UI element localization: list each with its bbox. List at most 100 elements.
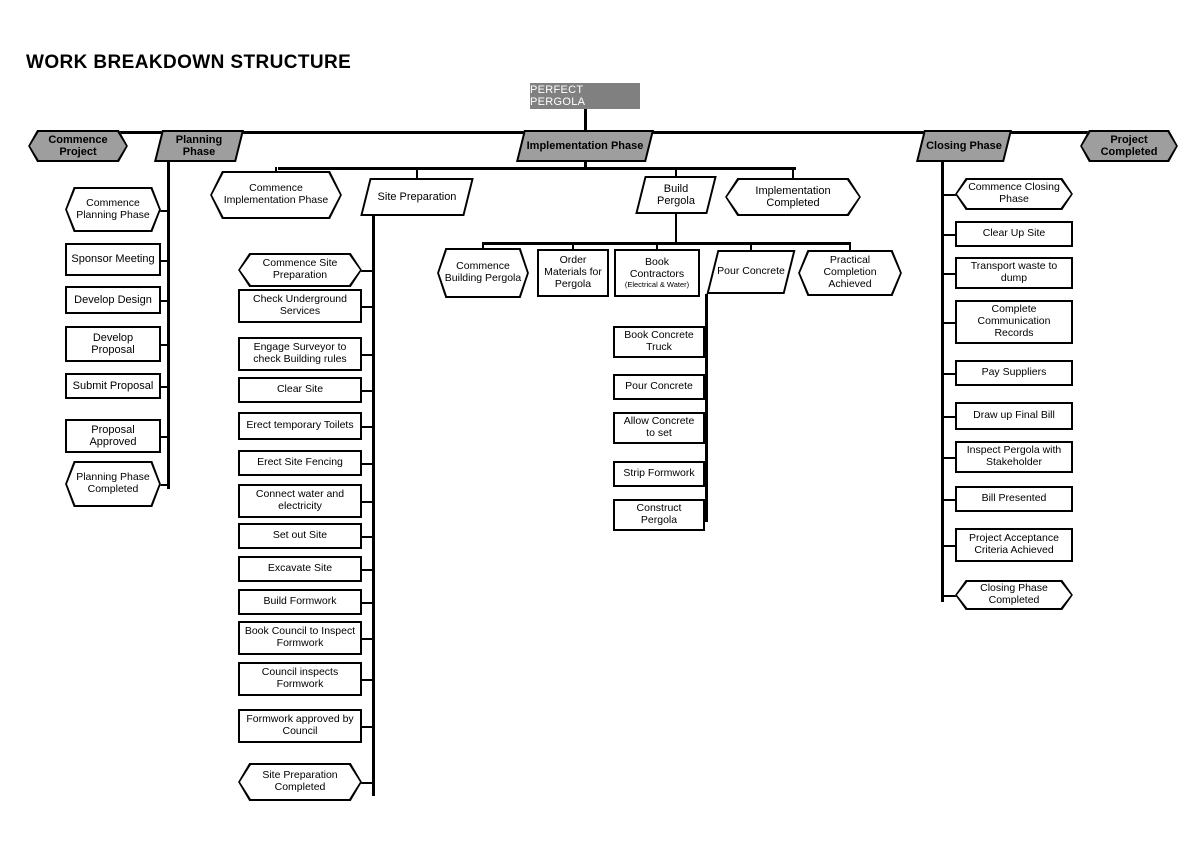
hexagon-fill — [30, 132, 126, 160]
node-allow-concrete-to-set[interactable]: Allow Concrete to set — [613, 412, 705, 444]
root-node[interactable]: PERFECT PERGOLA — [530, 83, 640, 109]
node-inspect-pergola-with-stakeholder[interactable]: Inspect Pergola with Stakeholder — [955, 441, 1073, 473]
node-label: Engage Surveyor to check Building rules — [240, 341, 360, 366]
site-prep-connector-4 — [360, 426, 374, 428]
node-sublabel: (Electrical & Water) — [624, 279, 690, 289]
planning-spine — [167, 162, 170, 489]
node-set-out-site[interactable]: Set out Site — [238, 523, 362, 549]
node-transport-waste-to-dump[interactable]: Transport waste to dump — [955, 257, 1073, 289]
node-check-underground-services[interactable]: Check Underground Services — [238, 289, 362, 323]
node-strip-formwork[interactable]: Strip Formwork — [613, 461, 705, 487]
node-build-formwork[interactable]: Build Formwork — [238, 589, 362, 615]
node-book-concrete-truck[interactable]: Book Concrete Truck — [613, 326, 705, 358]
planning-connector-1 — [159, 260, 169, 262]
node-label-text: Connect water and electricity — [255, 488, 345, 512]
hexagon-outline — [725, 178, 861, 216]
hexagon-outline — [955, 580, 1073, 610]
node-council-inspects-formwork[interactable]: Council inspects Formwork — [238, 662, 362, 696]
node-label: Book Concrete Truck — [615, 329, 703, 354]
site-prep-connector-11 — [360, 679, 374, 681]
node-draw-up-final-bill[interactable]: Draw up Final Bill — [955, 402, 1073, 430]
node-label-text: Proposal Approved — [89, 423, 137, 448]
node-label: Set out Site — [269, 529, 331, 542]
closing-connector-9 — [941, 595, 958, 597]
node-book-council-to-inspect-formwork[interactable]: Book Council to Inspect Formwork — [238, 621, 362, 655]
node-label-text: Book Council to Inspect Formwork — [244, 625, 356, 649]
node-submit-proposal[interactable]: Submit Proposal — [65, 373, 161, 399]
node-label: Develop Design — [70, 294, 156, 306]
node-connect-water-and-electricity[interactable]: Connect water and electricity — [238, 484, 362, 518]
node-label: Pour Concrete — [712, 265, 790, 278]
node-clear-site[interactable]: Clear Site — [238, 377, 362, 403]
node-label: Transport waste to dump — [957, 260, 1071, 285]
node-build-pergola[interactable]: Build Pergola — [635, 176, 717, 214]
node-commence-closing-phase[interactable]: Commence Closing Phase — [955, 178, 1073, 210]
node-project-acceptance-criteria-achieved[interactable]: Project Acceptance Criteria Achieved — [955, 528, 1073, 562]
node-label: Inspect Pergola with Stakeholder — [957, 444, 1071, 469]
node-label: Commence Planning Phase — [65, 197, 161, 222]
node-pay-suppliers[interactable]: Pay Suppliers — [955, 360, 1073, 386]
closing-connector-8 — [941, 545, 958, 547]
node-construct-pergola[interactable]: Construct Pergola — [613, 499, 705, 531]
node-project-completed[interactable]: Project Completed — [1080, 130, 1178, 162]
site-prep-connector-12 — [360, 726, 374, 728]
node-label: Pour Concrete — [621, 380, 697, 393]
implementation-stem-2 — [675, 167, 677, 176]
node-erect-temporary-toilets[interactable]: Erect temporary Toilets — [238, 412, 362, 440]
node-label: Pay Suppliers — [978, 366, 1051, 379]
node-label: Develop Proposal — [67, 332, 159, 357]
node-formwork-approved-by-council[interactable]: Formwork approved by Council — [238, 709, 362, 743]
node-proposal-approved[interactable]: Proposal Approved — [65, 419, 161, 453]
node-book-contractors[interactable]: Book Contractors(Electrical & Water) — [614, 249, 700, 297]
node-label-text: Planning Phase — [175, 133, 223, 158]
node-label-text: Check Underground Services — [253, 293, 347, 317]
node-develop-design[interactable]: Develop Design — [65, 286, 161, 314]
hexagon-fill — [1082, 132, 1176, 160]
node-clear-up-site[interactable]: Clear Up Site — [955, 221, 1073, 247]
node-site-preparation-completed[interactable]: Site Preparation Completed — [238, 763, 362, 801]
node-label-text: Engage Surveyor to check Building rules — [253, 341, 347, 365]
node-practical-completion-achieved[interactable]: Practical Completion Achieved — [798, 250, 902, 296]
node-label-text: Construct Pergola — [636, 502, 682, 526]
implementation-stem-3 — [792, 167, 794, 178]
node-site-preparation[interactable]: Site Preparation — [360, 178, 474, 216]
node-label: Closing Phase — [920, 140, 1008, 152]
build-pergola-stem-1 — [572, 242, 574, 249]
node-implementation-phase[interactable]: Implementation Phase — [516, 130, 654, 162]
build-pergola-stem-2 — [656, 242, 658, 249]
node-label-text: Build Pergola — [657, 182, 695, 207]
node-planning-phase[interactable]: Planning Phase — [154, 130, 244, 162]
site-prep-connector-10 — [360, 638, 374, 640]
node-closing-phase[interactable]: Closing Phase — [916, 130, 1012, 162]
node-commence-project[interactable]: Commence Project — [28, 130, 128, 162]
node-commence-planning-phase[interactable]: Commence Planning Phase — [65, 187, 161, 232]
node-label: Connect water and electricity — [240, 488, 360, 513]
node-label-text: Book Concrete Truck — [624, 329, 694, 353]
node-complete-communication-records[interactable]: Complete Communication Records — [955, 300, 1073, 344]
node-commence-site-preparation[interactable]: Commence Site Preparation — [238, 253, 362, 287]
node-erect-site-fencing[interactable]: Erect Site Fencing — [238, 450, 362, 476]
hexagon-outline — [1080, 130, 1178, 162]
node-excavate-site[interactable]: Excavate Site — [238, 556, 362, 582]
node-planning-phase-completed[interactable]: Planning Phase Completed — [65, 461, 161, 507]
node-pour-concrete[interactable]: Pour Concrete — [613, 374, 705, 400]
node-bill-presented[interactable]: Bill Presented — [955, 486, 1073, 512]
root-stem — [584, 109, 587, 131]
node-commence-implementation-phase[interactable]: Commence Implementation Phase — [210, 171, 342, 219]
node-label-text: Develop Design — [74, 293, 152, 306]
node-closing-phase-completed[interactable]: Closing Phase Completed — [955, 580, 1073, 610]
node-label: Site Preparation — [365, 191, 469, 203]
closing-connector-1 — [941, 234, 958, 236]
planning-connector-6 — [159, 484, 169, 486]
node-sponsor-meeting[interactable]: Sponsor Meeting — [65, 243, 161, 276]
node-implementation-completed[interactable]: Implementation Completed — [725, 178, 861, 216]
node-commence-building-pergola[interactable]: Commence Building Pergola — [437, 248, 529, 298]
site-prep-connector-7 — [360, 536, 374, 538]
node-pour-concrete[interactable]: Pour Concrete — [706, 250, 796, 294]
node-order-materials-for-pergola[interactable]: Order Materials for Pergola — [537, 249, 609, 297]
node-develop-proposal[interactable]: Develop Proposal — [65, 326, 161, 362]
closing-connector-6 — [941, 457, 958, 459]
closing-spine — [941, 160, 944, 602]
node-engage-surveyor-to-check-building-rules[interactable]: Engage Surveyor to check Building rules — [238, 337, 362, 371]
node-label: Book Contractors(Electrical & Water) — [616, 256, 698, 289]
